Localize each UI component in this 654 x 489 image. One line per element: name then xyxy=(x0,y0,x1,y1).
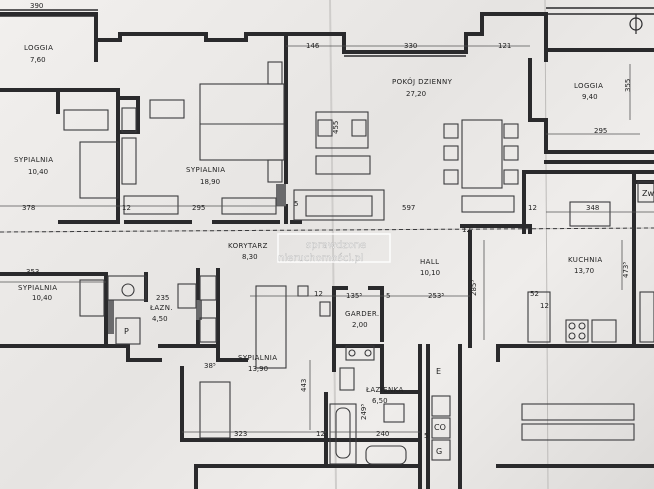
room-name-sypialnia-3: SYPIALNIA xyxy=(18,284,57,292)
dim-label: 240 xyxy=(376,430,389,438)
symbol-e: E xyxy=(436,367,441,376)
room-area-lazn: 4,50 xyxy=(152,315,168,323)
room-name-hall: HALL xyxy=(420,258,439,266)
room-area-sypialnia-4: 13,90 xyxy=(248,365,268,373)
furniture xyxy=(63,61,654,465)
dim-label: 597 xyxy=(402,204,415,212)
dim-label: 12 xyxy=(540,302,549,310)
room-name-lazienka: ŁAZIENKA xyxy=(365,386,404,394)
room-name-garder: GARDER. xyxy=(345,310,380,318)
dim-label: 330 xyxy=(404,42,417,50)
room-name-kuchnia: KUCHNIA xyxy=(568,256,603,264)
room-name-sypialnia-1: SYPIALNIA xyxy=(14,156,53,164)
dim-label: 295 xyxy=(594,127,607,135)
watermark-line2: nieruchomości.pl xyxy=(278,252,363,264)
watermark-line1: sprawdzone xyxy=(306,240,366,251)
room-area-hall: 10,10 xyxy=(420,269,440,277)
dim-label: 285⁵ xyxy=(470,280,478,296)
room-area-sypialnia-1: 10,40 xyxy=(28,168,48,176)
dim-label: 295 xyxy=(192,204,205,212)
dim-label: 323 xyxy=(234,430,247,438)
room-area-loggia-left: 7,60 xyxy=(30,56,46,64)
dim-label: 249⁵ xyxy=(360,404,368,420)
room-area-lazienka: 6,50 xyxy=(372,397,388,405)
dim-label: 235 xyxy=(156,294,169,302)
walls xyxy=(0,7,654,489)
room-area-korytarz: 8,30 xyxy=(242,253,258,261)
dim-label: 253⁵ xyxy=(428,292,444,300)
watermark: sprawdzone nieruchomości.pl xyxy=(277,233,391,264)
dim-label: 38⁵ xyxy=(204,362,216,370)
dim-label: 443 xyxy=(300,379,308,392)
room-name-sypialnia-4: SYPIALNIA xyxy=(238,354,277,362)
dim-label: 12 xyxy=(122,204,131,212)
dim-label: 355 xyxy=(624,79,632,92)
dim-label: 390 xyxy=(30,2,43,10)
dim-label: 5 xyxy=(424,432,428,440)
paper-fold xyxy=(329,0,337,489)
symbols: E CO G P Zw xyxy=(124,14,654,456)
dim-label: 5 xyxy=(294,200,298,208)
dimension-lines xyxy=(0,45,654,433)
symbol-co: CO xyxy=(434,423,446,432)
dim-label: 473⁵ xyxy=(622,262,630,278)
dim-label: 12 xyxy=(316,430,325,438)
dim-label: 52 xyxy=(530,290,539,298)
paper-fold xyxy=(0,227,654,233)
dim-label: 348 xyxy=(586,204,599,212)
paper-fold xyxy=(544,0,549,489)
dimension-labels: 390 146 330 121 355 455 295 378 12 295 5… xyxy=(22,2,632,440)
room-area-sypialnia-2: 18,90 xyxy=(200,178,220,186)
room-name-korytarz: KORYTARZ xyxy=(228,242,268,250)
compass-icon xyxy=(629,14,643,34)
room-area-sypialnia-3: 10,40 xyxy=(32,294,52,302)
room-name-lazn: ŁAZN. xyxy=(149,304,173,312)
room-name-sypialnia-2: SYPIALNIA xyxy=(186,166,225,174)
dim-label: 12 xyxy=(314,290,323,298)
room-area-loggia-right: 9,40 xyxy=(582,93,598,101)
symbol-zw: Zw xyxy=(642,189,654,198)
dim-label: 353 xyxy=(26,268,39,276)
symbol-p: P xyxy=(124,327,129,336)
room-area-pokoj-dzienny: 27,20 xyxy=(406,90,426,98)
symbol-g: G xyxy=(436,447,442,456)
dim-label: 121 xyxy=(498,42,511,50)
dim-label: 5 xyxy=(386,292,390,300)
watermark-frame xyxy=(277,233,391,263)
room-name-loggia-right: LOGGIA xyxy=(574,82,603,90)
room-name-pokoj-dzienny: POKÓJ DZIENNY xyxy=(392,77,453,86)
hatched-columns xyxy=(108,184,286,334)
room-area-kuchnia: 13,70 xyxy=(574,267,594,275)
room-area-garder: 2,00 xyxy=(352,321,368,329)
dim-label: 135⁵ xyxy=(346,292,362,300)
dim-label: 12 xyxy=(528,204,537,212)
dim-label: 146 xyxy=(306,42,320,50)
dim-label: 378 xyxy=(22,204,35,212)
room-labels: LOGGIA 7,60 SYPIALNIA 10,40 SYPIALNIA 18… xyxy=(14,44,603,405)
room-name-loggia-left: LOGGIA xyxy=(24,44,53,52)
dim-label: 455 xyxy=(332,121,340,134)
dim-label: 12 xyxy=(462,226,471,234)
